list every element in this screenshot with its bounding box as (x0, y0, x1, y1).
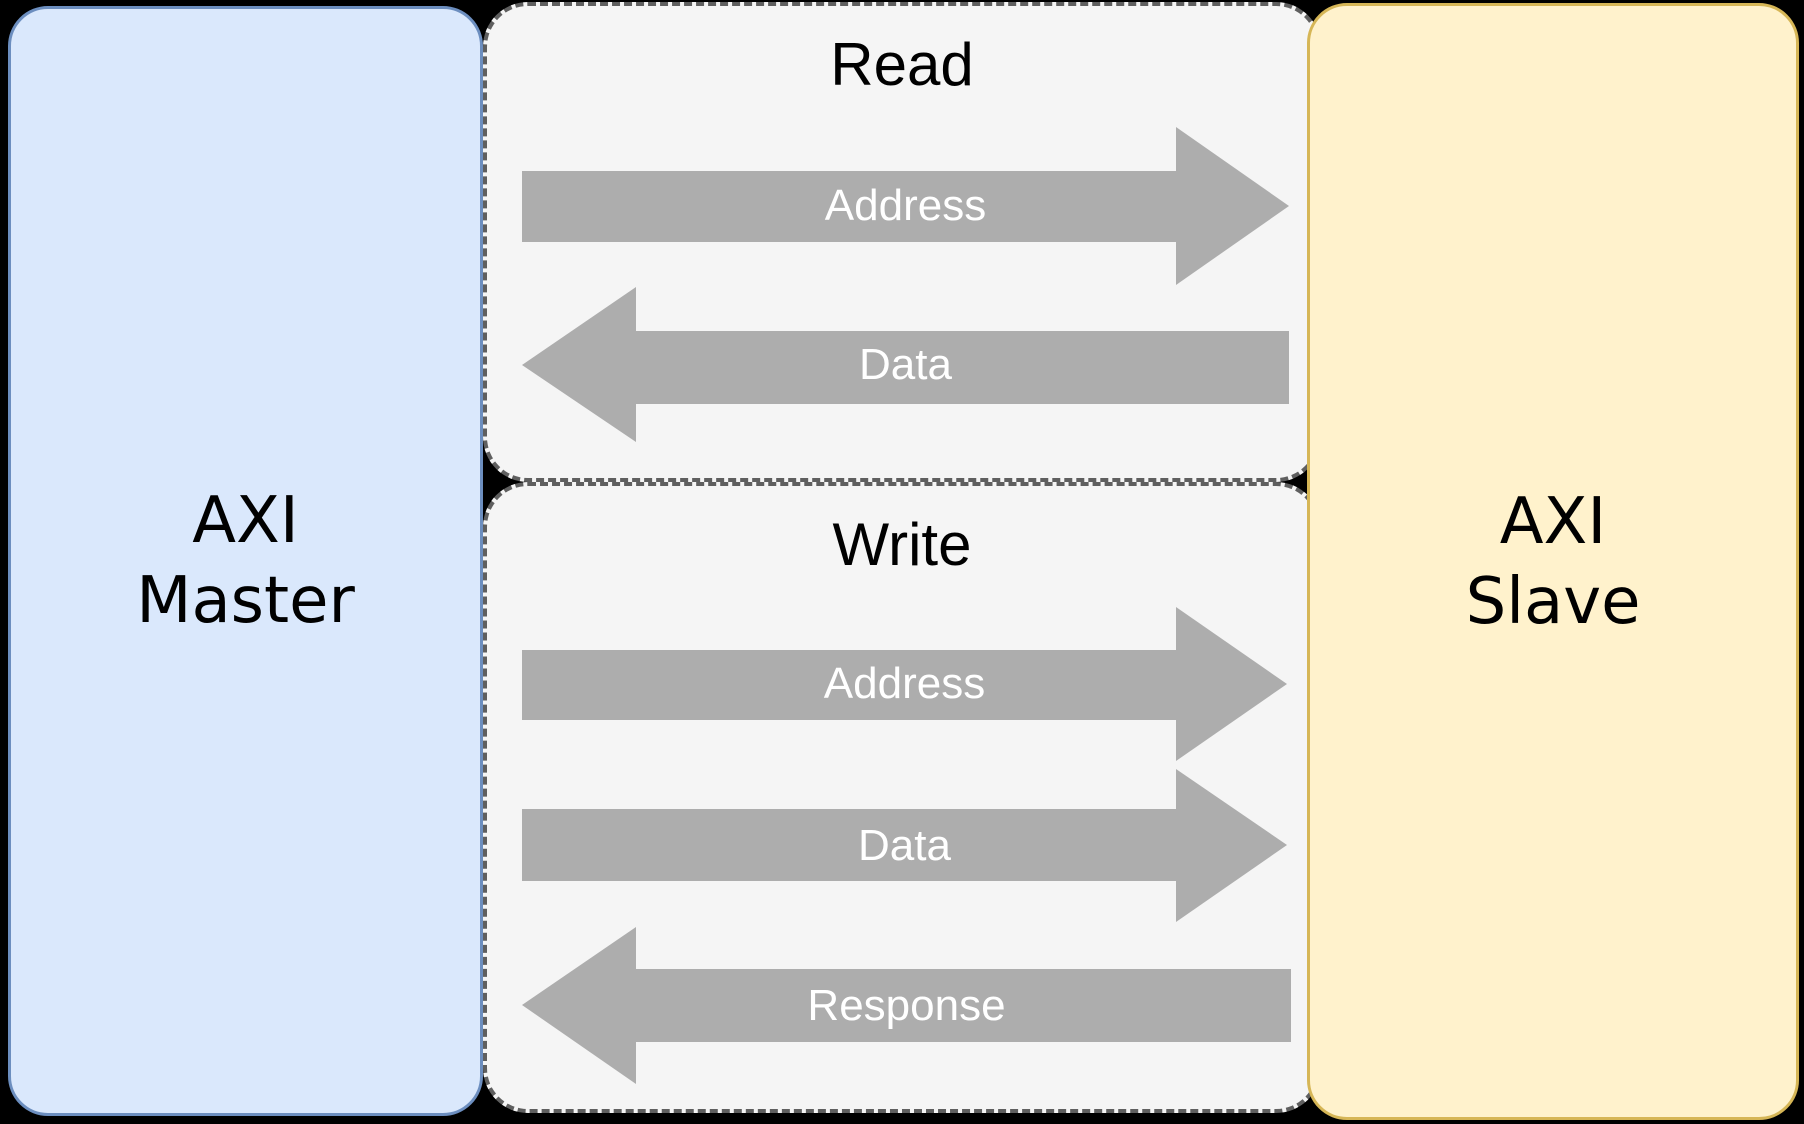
write-address-arrow-shaft (522, 650, 1176, 720)
write-channel-panel: Write Address Data Response (483, 482, 1321, 1113)
read-data-arrow-shaft (636, 331, 1289, 404)
axi-slave-label: AXI Slave (1466, 482, 1641, 642)
axi-master-label: AXI Master (136, 481, 355, 641)
write-address-arrowhead-right (1176, 607, 1287, 761)
axi-slave-label-line1: AXI (1499, 484, 1607, 559)
axi-slave-box: AXI Slave (1307, 3, 1799, 1120)
read-channel-panel: Read Address Data (483, 2, 1321, 482)
write-response-arrowhead-left (522, 927, 636, 1084)
axi-master-label-line2: Master (136, 564, 355, 638)
write-data-arrow: Data (522, 769, 1287, 922)
read-address-arrowhead-right (1176, 127, 1289, 285)
write-response-arrow-label: Response (807, 980, 1006, 1030)
read-data-arrowhead-left (522, 287, 636, 442)
write-address-arrow-label: Address (823, 659, 986, 708)
axi-slave-label-line2: Slave (1465, 564, 1641, 639)
read-data-arrow-label: Data (859, 339, 952, 389)
read-data-arrow: Data (522, 287, 1289, 442)
axi-master-label-line1: AXI (192, 484, 299, 558)
write-response-arrow: Response (522, 927, 1291, 1084)
read-channel-title: Read (830, 31, 974, 98)
write-data-arrow-shaft (522, 809, 1176, 881)
read-address-arrow: Address (522, 127, 1289, 285)
write-response-arrow-shaft (636, 969, 1291, 1042)
read-address-arrow-label: Address (824, 181, 987, 230)
axi-master-box: AXI Master (8, 6, 483, 1116)
read-address-arrow-shaft (522, 171, 1176, 242)
write-channel-title: Write (832, 511, 972, 578)
write-address-arrow: Address (522, 607, 1287, 761)
write-data-arrowhead-right (1176, 769, 1287, 922)
write-data-arrow-label: Data (858, 820, 951, 870)
